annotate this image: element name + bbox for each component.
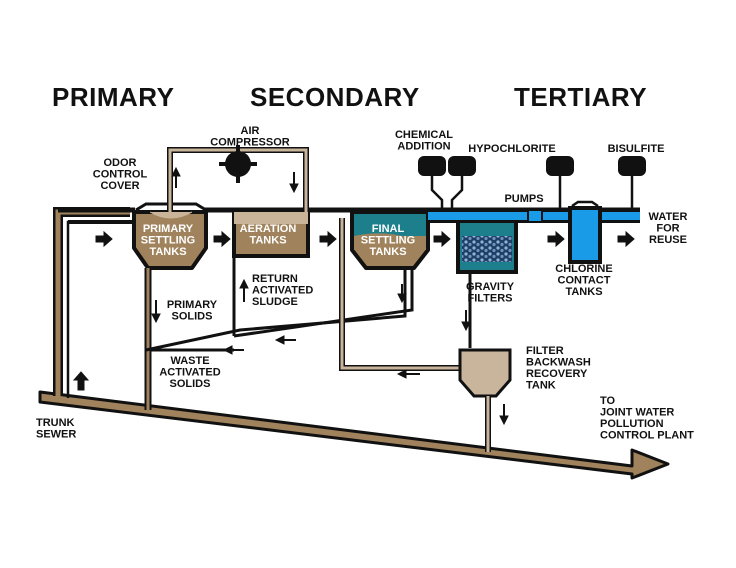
hypochlorite-tank-icon bbox=[546, 156, 574, 208]
label-line: CONTACT bbox=[558, 275, 611, 287]
label-line: GRAVITY bbox=[466, 281, 515, 293]
backwash-line bbox=[339, 218, 472, 371]
sludge-lines bbox=[144, 256, 414, 410]
label-line: ACTIVATED bbox=[159, 367, 220, 379]
bisulfite-drum bbox=[618, 156, 646, 208]
label-line: AIR bbox=[241, 125, 260, 137]
chlorine-contact-system bbox=[428, 200, 640, 274]
label-line: JOINT WATER bbox=[600, 407, 674, 419]
label-line: BISULFITE bbox=[608, 143, 665, 155]
label-line: PUMPS bbox=[504, 193, 543, 205]
label-line: TANKS bbox=[149, 246, 186, 258]
label-line: SOLIDS bbox=[170, 378, 211, 390]
label-line: COVER bbox=[100, 180, 139, 192]
label-line: SEWER bbox=[36, 429, 76, 441]
label-line: PRIMARY bbox=[143, 223, 194, 235]
label-line: SETTLING bbox=[141, 235, 195, 247]
label-line: CHLORINE bbox=[555, 263, 612, 275]
label-line: AERATION bbox=[240, 223, 297, 235]
air-compressor bbox=[167, 145, 309, 212]
label-line: FILTER bbox=[526, 345, 564, 357]
label-line: CHEMICAL bbox=[395, 129, 453, 141]
influent-pipe bbox=[53, 207, 130, 398]
label-line: REUSE bbox=[649, 234, 687, 246]
aeration-tank bbox=[232, 210, 310, 258]
stage-tertiary-heading: TERTIARY bbox=[514, 82, 647, 112]
label-line: HYPOCHLORITE bbox=[468, 143, 555, 155]
label-line: TANKS bbox=[565, 286, 602, 298]
label-line: WASTE bbox=[170, 355, 209, 367]
label-hypochlorite: HYPOCHLORITE bbox=[468, 143, 555, 155]
label-line: WATER bbox=[649, 211, 688, 223]
chemical-addition-drum bbox=[418, 156, 446, 210]
trunk-sewer-pipe bbox=[38, 390, 670, 480]
label-line: ADDITION bbox=[397, 141, 450, 153]
label-line: FINAL bbox=[372, 223, 405, 235]
label-bisulfite: BISULFITE bbox=[608, 143, 665, 155]
label-line: TO bbox=[600, 395, 616, 407]
label-line: POLLUTION bbox=[600, 418, 664, 430]
label-line: TANKS bbox=[369, 246, 406, 258]
label-line: TRUNK bbox=[36, 417, 75, 429]
label-line: BACKWASH bbox=[526, 357, 591, 369]
label-line: TANK bbox=[526, 380, 556, 392]
stage-primary-heading: PRIMARY bbox=[52, 82, 174, 112]
label-line: ACTIVATED bbox=[252, 285, 313, 297]
primary-settling-tank bbox=[132, 202, 208, 270]
label-pumps: PUMPS bbox=[504, 193, 543, 205]
label-line: SETTLING bbox=[361, 235, 415, 247]
filter-backwash-recovery-tank bbox=[458, 348, 512, 452]
final-settling-tank bbox=[350, 210, 430, 270]
stage-secondary-heading: SECONDARY bbox=[250, 82, 420, 112]
hypochlorite-drum bbox=[448, 156, 476, 210]
label-line: PRIMARY bbox=[167, 299, 218, 311]
label-line: COMPRESSOR bbox=[210, 137, 290, 149]
label-line: CONTROL bbox=[93, 169, 148, 181]
label-line: FOR bbox=[656, 223, 679, 235]
label-line: RECOVERY bbox=[526, 368, 588, 380]
label-line: TANKS bbox=[249, 235, 286, 247]
label-line: SLUDGE bbox=[252, 296, 298, 308]
label-line: ODOR bbox=[104, 157, 137, 169]
label-line: SOLIDS bbox=[172, 311, 213, 323]
flow-arrows bbox=[72, 166, 635, 426]
label-line: CONTROL PLANT bbox=[600, 430, 694, 442]
label-line: RETURN bbox=[252, 273, 298, 285]
label-line: FILTERS bbox=[467, 293, 512, 305]
